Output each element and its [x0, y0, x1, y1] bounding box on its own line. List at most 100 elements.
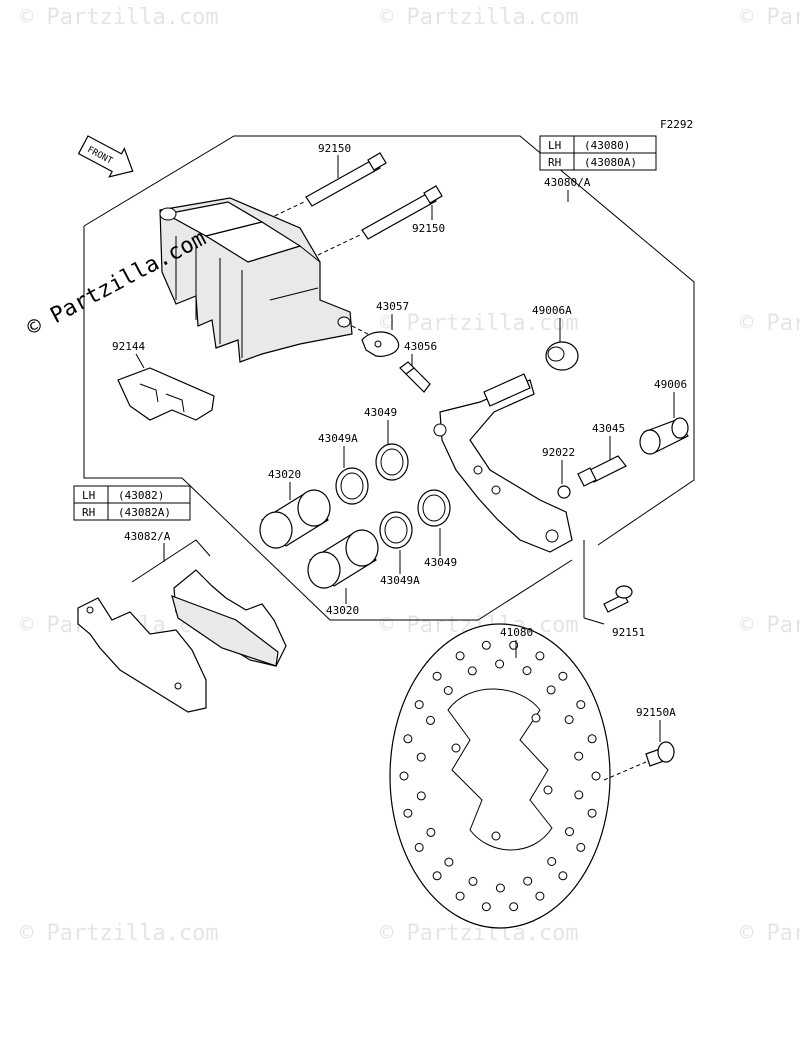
caliper-piston: [307, 529, 379, 589]
vent-hole: [444, 857, 454, 867]
caliper-assembly-outline: [83, 226, 573, 621]
vent-hole: [564, 715, 574, 725]
vent-hole: [576, 842, 586, 852]
part-number: 92150: [412, 222, 445, 235]
caliper-bracket: [433, 373, 573, 553]
pad-table: LH (43082) RH (43082A): [73, 485, 191, 521]
dust-boot: [545, 341, 579, 371]
vent-hole: [416, 752, 426, 762]
part-number: 43056: [404, 340, 437, 353]
watermark: © Partzilla.com: [380, 311, 579, 336]
part-number: 43049A: [380, 574, 420, 587]
piston-seal-inner: [380, 448, 404, 476]
vent-hole: [455, 891, 465, 901]
caliper-pin: [305, 152, 387, 207]
watermark: © Partzilla.com: [20, 921, 219, 946]
part-number: 43045: [592, 422, 625, 435]
part-number: 43049: [424, 556, 457, 569]
part-number: 49006: [654, 378, 687, 391]
vent-hole: [481, 902, 491, 912]
assembly-label: 43080/A: [544, 176, 591, 189]
vent-hole: [558, 871, 568, 881]
dust-boot: [639, 417, 689, 455]
vent-hole: [481, 640, 491, 650]
vent-hole: [468, 876, 478, 886]
sleeve-bolt: [577, 455, 627, 487]
part-number: 49006A: [532, 304, 572, 317]
part-number: 43049A: [318, 432, 358, 445]
vent-hole: [467, 666, 477, 676]
assembly-label: 43082/A: [124, 530, 171, 543]
vent-hole: [587, 808, 597, 818]
table-cell: RH: [548, 156, 561, 169]
vent-hole: [416, 791, 426, 801]
piston-seal-inner: [422, 494, 446, 522]
vent-hole: [432, 671, 442, 681]
vent-hole: [535, 651, 545, 661]
table-cell: (43080A): [584, 156, 637, 169]
vent-hole: [574, 790, 584, 800]
watermark-layer: © Partzilla.com © Partzilla.com © Partzi…: [20, 5, 800, 946]
watermark: © Partzilla.com: [20, 5, 219, 30]
leader-line: [351, 325, 373, 337]
vent-hole: [399, 771, 409, 781]
disc-vent-holes: [399, 640, 601, 912]
vent-hole: [403, 734, 413, 744]
vent-hole: [495, 659, 505, 669]
vent-hole: [574, 751, 584, 761]
watermark: © Partzilla.com: [740, 5, 800, 30]
vent-hole: [522, 666, 532, 676]
part-number: 43020: [326, 604, 359, 617]
caliper-pin: [361, 185, 443, 240]
caliper-piston: [259, 489, 331, 549]
vent-hole: [509, 902, 519, 912]
caliper-table: LH (43080) RH (43080A): [539, 135, 657, 171]
leader-line: [135, 353, 145, 369]
vent-hole: [426, 715, 435, 725]
part-number: 92144: [112, 340, 145, 353]
vent-hole: [414, 842, 424, 852]
washer: [557, 485, 571, 499]
caliper-assembly-outline: [83, 135, 695, 546]
front-arrow-icon: FRONT: [77, 135, 134, 178]
leader-line: [583, 617, 605, 625]
pad-spring: [117, 367, 215, 421]
disc-bolt: [645, 741, 675, 767]
table-cell: (43082): [118, 489, 164, 502]
vent-hole: [403, 808, 413, 818]
brake-pad: [171, 569, 287, 667]
vent-hole: [432, 871, 442, 881]
vent-hole: [495, 883, 505, 893]
vent-hole: [591, 771, 601, 781]
table-cell: LH: [82, 489, 95, 502]
watermark: © Partzilla.com: [380, 5, 579, 30]
table-cell: (43080): [584, 139, 630, 152]
vent-hole: [455, 651, 465, 661]
bracket-bolt: [603, 585, 633, 613]
watermark: © Partzilla.com: [740, 311, 800, 336]
retainer-clip: [361, 331, 400, 357]
table-cell: (43082A): [118, 506, 171, 519]
vent-hole: [426, 827, 436, 837]
table-cell: RH: [82, 506, 95, 519]
dust-seal-inner: [340, 472, 364, 500]
part-number: 92022: [542, 446, 575, 459]
part-number: 41080: [500, 626, 533, 639]
vent-hole: [565, 827, 574, 837]
vent-hole: [558, 671, 568, 681]
part-number: 43057: [376, 300, 409, 313]
part-number: 92150: [318, 142, 351, 155]
vent-hole: [523, 876, 533, 886]
watermark: © Partzilla.com: [740, 613, 800, 638]
caliper-body: [159, 197, 353, 363]
diagram-code: F2292: [660, 118, 693, 131]
leader-line: [317, 233, 363, 256]
vent-hole: [443, 686, 453, 695]
leader-line: [131, 539, 211, 583]
part-number: 43049: [364, 406, 397, 419]
table-cell: LH: [548, 139, 561, 152]
dust-seal-inner: [384, 516, 408, 544]
bleeder-valve: [399, 361, 431, 393]
vent-hole: [576, 700, 586, 710]
